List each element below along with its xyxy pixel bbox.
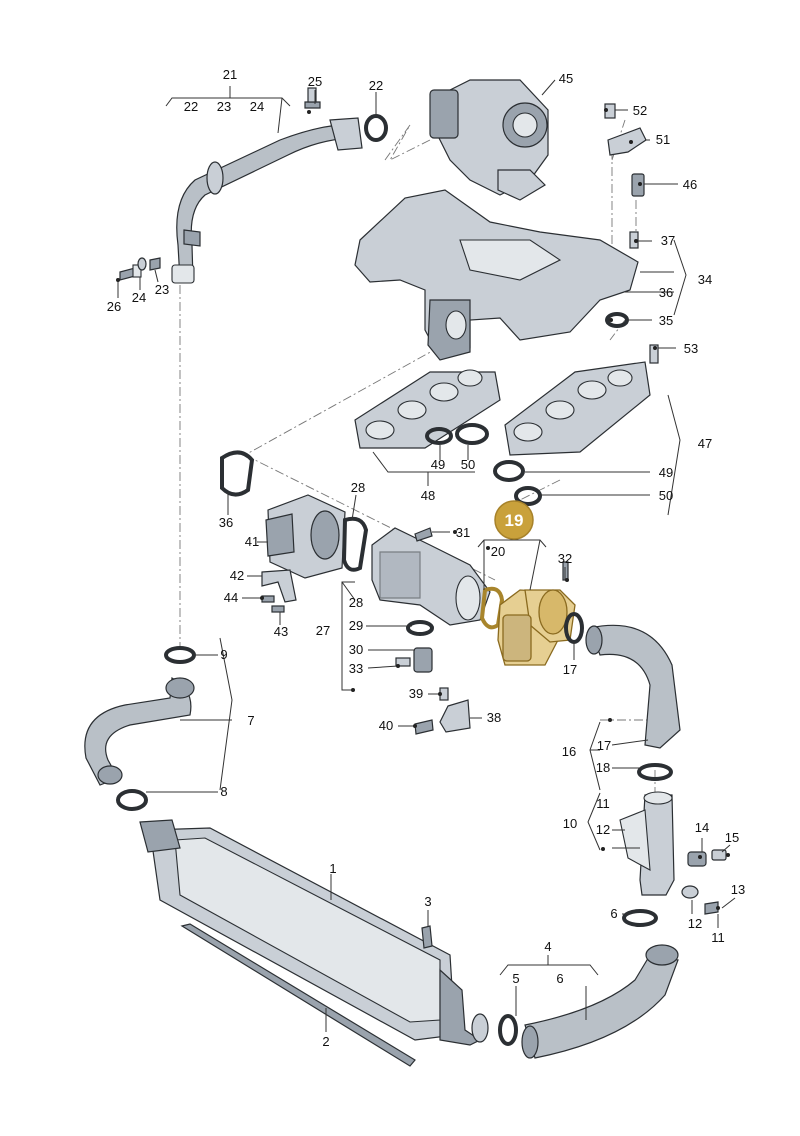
label-32: 32 xyxy=(558,551,572,566)
label-23b: 23 xyxy=(155,282,169,297)
label-21: 21 xyxy=(223,67,237,82)
items-37-46-51-52-53 xyxy=(604,103,659,364)
label-17a: 17 xyxy=(563,662,577,677)
label-29: 29 xyxy=(349,618,363,633)
throttle-valve-19 xyxy=(479,586,584,666)
label-16: 16 xyxy=(562,744,576,759)
strip-2 xyxy=(180,923,416,1067)
label-14: 14 xyxy=(695,820,709,835)
label-53: 53 xyxy=(684,341,698,356)
label-24b: 24 xyxy=(132,290,146,305)
label-52: 52 xyxy=(633,103,647,118)
bolt-3 xyxy=(421,925,433,949)
label-51: 51 xyxy=(656,132,670,147)
hose-7 xyxy=(84,646,196,811)
label-33: 33 xyxy=(349,661,363,676)
label-4: 4 xyxy=(544,939,551,954)
label-25: 25 xyxy=(308,74,322,89)
label-50a: 50 xyxy=(461,457,475,472)
label-13: 13 xyxy=(731,882,745,897)
label-1: 1 xyxy=(329,861,336,876)
label-42: 42 xyxy=(230,568,244,583)
label-49a: 49 xyxy=(431,457,445,472)
label-7: 7 xyxy=(247,713,254,728)
label-23a: 23 xyxy=(217,99,231,114)
label-46: 46 xyxy=(683,177,697,192)
label-5: 5 xyxy=(512,971,519,986)
leader-dots xyxy=(116,108,730,910)
part-labels: 21 22 23 24 25 22 45 52 51 46 37 34 36 3… xyxy=(107,67,745,1049)
label-39: 39 xyxy=(409,686,423,701)
label-40: 40 xyxy=(379,718,393,733)
label-6b: 6 xyxy=(556,971,563,986)
bolts-23-24-26 xyxy=(119,87,321,281)
intake-pipe-27 xyxy=(371,527,491,673)
label-30: 30 xyxy=(349,642,363,657)
flange-47 xyxy=(493,361,651,506)
label-8: 8 xyxy=(220,784,227,799)
intake-manifold-34 xyxy=(354,189,639,361)
label-45: 45 xyxy=(559,71,573,86)
bracket-42-44 xyxy=(261,569,297,613)
turbocharger-45 xyxy=(429,79,549,201)
label-20: 20 xyxy=(491,544,505,559)
label-27: 27 xyxy=(316,623,330,638)
leader-lines xyxy=(117,79,736,1032)
gasket-36 xyxy=(220,450,255,497)
label-35: 35 xyxy=(659,313,673,328)
label-28b: 28 xyxy=(349,595,363,610)
connector-10 xyxy=(619,763,727,927)
label-18: 18 xyxy=(596,760,610,775)
intercooler-1 xyxy=(139,819,489,1046)
label-28a: 28 xyxy=(351,480,365,495)
throttle-housing-41 xyxy=(265,494,369,579)
label-22a: 22 xyxy=(184,99,198,114)
label-50b: 50 xyxy=(659,488,673,503)
label-37: 37 xyxy=(661,233,675,248)
label-41: 41 xyxy=(245,534,259,549)
label-11b: 11 xyxy=(711,930,725,945)
label-22b: 22 xyxy=(369,78,383,93)
flange-48 xyxy=(354,369,501,449)
label-38: 38 xyxy=(487,710,501,725)
label-49b: 49 xyxy=(659,465,673,480)
label-36b: 36 xyxy=(219,515,233,530)
hose-17 xyxy=(585,624,681,749)
label-6a: 6 xyxy=(610,906,617,921)
label-48: 48 xyxy=(421,488,435,503)
badge-label-19: 19 xyxy=(505,511,524,530)
label-26: 26 xyxy=(107,299,121,314)
label-24a: 24 xyxy=(250,99,264,114)
label-10: 10 xyxy=(563,816,577,831)
label-34: 34 xyxy=(698,272,712,287)
bracket-38 xyxy=(414,687,471,735)
label-2: 2 xyxy=(322,1034,329,1049)
label-12a: 12 xyxy=(596,822,610,837)
label-9: 9 xyxy=(220,647,227,662)
label-15: 15 xyxy=(725,830,739,845)
label-3: 3 xyxy=(424,894,431,909)
label-12b: 12 xyxy=(688,916,702,931)
label-17b: 17 xyxy=(597,738,611,753)
label-11a: 11 xyxy=(596,796,610,811)
pipe-21 xyxy=(171,114,388,284)
label-36a: 36 xyxy=(659,285,673,300)
label-31: 31 xyxy=(456,525,470,540)
hose-6 xyxy=(498,944,679,1059)
label-44: 44 xyxy=(224,590,238,605)
label-47: 47 xyxy=(698,436,712,451)
highlight-badge-19[interactable]: 19 xyxy=(494,500,534,540)
label-43: 43 xyxy=(274,624,288,639)
